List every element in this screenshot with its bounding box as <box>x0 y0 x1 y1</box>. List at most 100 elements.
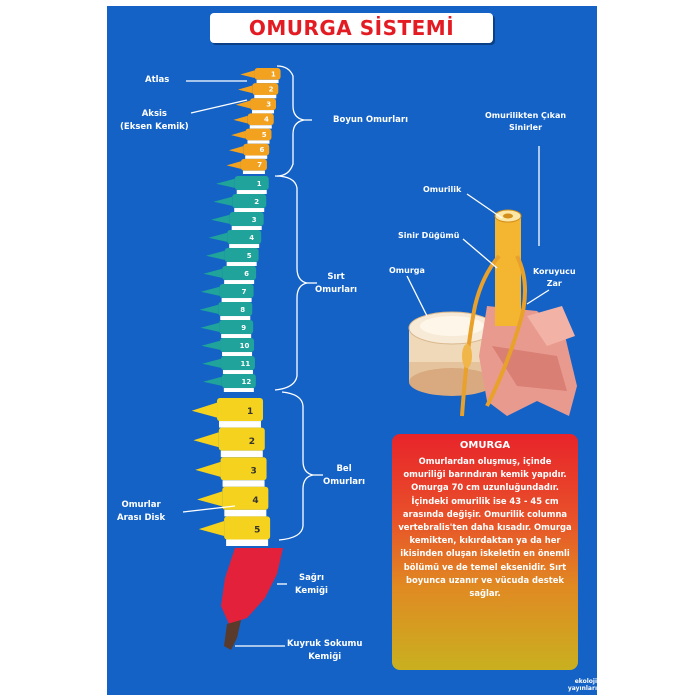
label-thoracic-group: Sırt Omurları <box>315 271 357 297</box>
vertebral-disk-top <box>420 316 484 336</box>
label-vertebra: Omurga <box>389 266 425 275</box>
cervical-vertebra-number: 6 <box>259 146 264 154</box>
thoracic-process <box>216 178 235 188</box>
cervical-process <box>233 115 248 124</box>
thoracic-vertebra-number: 12 <box>241 378 251 386</box>
cervical-vertebra <box>240 158 267 171</box>
info-box: OMURGA Omurlardan oluşmuş, içinde omuril… <box>392 434 578 670</box>
lumbar-vertebra <box>224 516 271 540</box>
thoracic-vertebra <box>220 338 255 353</box>
intervertebral-disk <box>223 388 254 392</box>
intervertebral-disk <box>252 110 275 114</box>
leader-vertebra <box>406 275 428 317</box>
lumbar-vertebra-number: 4 <box>252 496 258 506</box>
lumbar-process <box>195 461 221 477</box>
cervical-vertebra <box>247 113 274 126</box>
thoracic-vertebra-number: 7 <box>242 288 247 296</box>
intervertebral-disk <box>242 170 265 174</box>
thoracic-vertebra <box>220 356 255 371</box>
label-aksis: Aksis <box>141 109 167 119</box>
cervical-vertebra-number: 7 <box>257 161 262 169</box>
label-thoracic-2: Omurları <box>315 285 358 295</box>
cervical-process <box>235 100 251 109</box>
intervertebral-disk <box>231 226 262 230</box>
thoracic-process <box>202 358 221 368</box>
thoracic-process <box>213 196 233 206</box>
lumbar-process <box>191 402 218 418</box>
transverse-process <box>527 306 575 346</box>
label-lumbar-2: Omurları <box>323 477 366 487</box>
bracket-thoracic <box>274 175 308 391</box>
label-lumbar-group: Bel Omurları <box>323 463 365 489</box>
intervertebral-disk <box>247 140 270 144</box>
sacrum-bone <box>221 548 283 624</box>
label-membrane-2: Zar <box>546 279 562 288</box>
nerve-root-right <box>485 255 528 407</box>
intervertebral-disk <box>220 316 251 320</box>
lamina <box>492 346 567 391</box>
intervertebral-disk <box>229 244 260 248</box>
vertebra-cross-section-inset <box>406 146 577 417</box>
label-atlas: Atlas <box>145 75 170 85</box>
thoracic-vertebra <box>221 374 256 389</box>
thoracic-process <box>201 340 221 350</box>
thoracic-vertebra-number: 8 <box>240 306 245 314</box>
cervical-vertebra-number: 1 <box>271 70 276 78</box>
thoracic-process <box>205 250 225 260</box>
cervical-vertebra <box>254 68 281 80</box>
publisher-logo: ekoloji yayınları <box>567 678 597 692</box>
ganglion-shape <box>462 344 472 368</box>
spinal-cord <box>495 216 521 326</box>
cervical-vertebra-number: 2 <box>269 85 274 93</box>
thoracic-vertebra-number: 10 <box>240 342 250 350</box>
cervical-vertebra-number: 5 <box>262 131 267 139</box>
thoracic-vertebra <box>219 320 254 335</box>
thoracic-vertebra <box>227 230 262 245</box>
label-nerves-1: Omurilikten Çıkan <box>485 111 567 120</box>
lumbar-vertebra-number: 1 <box>247 407 253 417</box>
label-aksis-sub: (Eksen Kemik) <box>120 122 189 132</box>
intervertebral-disk <box>226 262 257 266</box>
nerve-root-left <box>460 254 501 417</box>
coccyx-bone <box>224 620 241 650</box>
thoracic-vertebra <box>232 194 267 209</box>
bracket-lumbar <box>278 391 314 541</box>
leader-spinal-cord <box>466 193 503 219</box>
cervical-vertebra <box>250 98 277 111</box>
intervertebral-disk <box>224 509 267 517</box>
vertebral-body-bottom <box>409 368 495 396</box>
thoracic-vertebra <box>234 176 269 191</box>
cervical-vertebra <box>245 128 272 141</box>
intervertebral-disk <box>249 125 272 129</box>
leader-ganglion <box>462 238 498 269</box>
intervertebral-disk <box>222 480 265 487</box>
label-cervical: Boyun Omurları <box>333 115 409 125</box>
label-coccyx-group: Kuyruk Sokumu Kemiği <box>287 638 362 664</box>
thoracic-vertebra <box>219 284 254 299</box>
thoracic-vertebra-number: 4 <box>249 234 254 242</box>
cervical-process <box>231 130 246 139</box>
cervical-vertebra <box>243 143 270 156</box>
label-spinal-cord: Omurilik <box>423 185 462 194</box>
label-sacrum-2: Kemiği <box>295 586 328 596</box>
cervical-vertebra-number: 3 <box>266 101 271 109</box>
label-disk-group: Omurlar Arası Disk <box>117 499 165 525</box>
cervical-process <box>237 85 253 94</box>
label-sacrum-group: Sağrı Kemiği <box>295 572 328 598</box>
cervical-process <box>240 70 255 79</box>
lumbar-vertebra <box>217 398 264 422</box>
label-coccyx-2: Kemiği <box>308 652 342 662</box>
intervertebral-disk <box>245 155 268 159</box>
intervertebral-disk <box>222 370 253 374</box>
label-nerves-group: Omurilikten Çıkan Sinirler <box>485 110 566 134</box>
lumbar-vertebra-number: 3 <box>251 466 257 476</box>
thoracic-vertebra-number: 6 <box>244 270 249 278</box>
label-disk-1: Omurlar <box>121 500 161 510</box>
thoracic-process <box>203 376 222 386</box>
label-thoracic-1: Sırt <box>327 272 345 282</box>
label-lumbar-1: Bel <box>336 464 352 474</box>
lumbar-process <box>197 491 223 507</box>
